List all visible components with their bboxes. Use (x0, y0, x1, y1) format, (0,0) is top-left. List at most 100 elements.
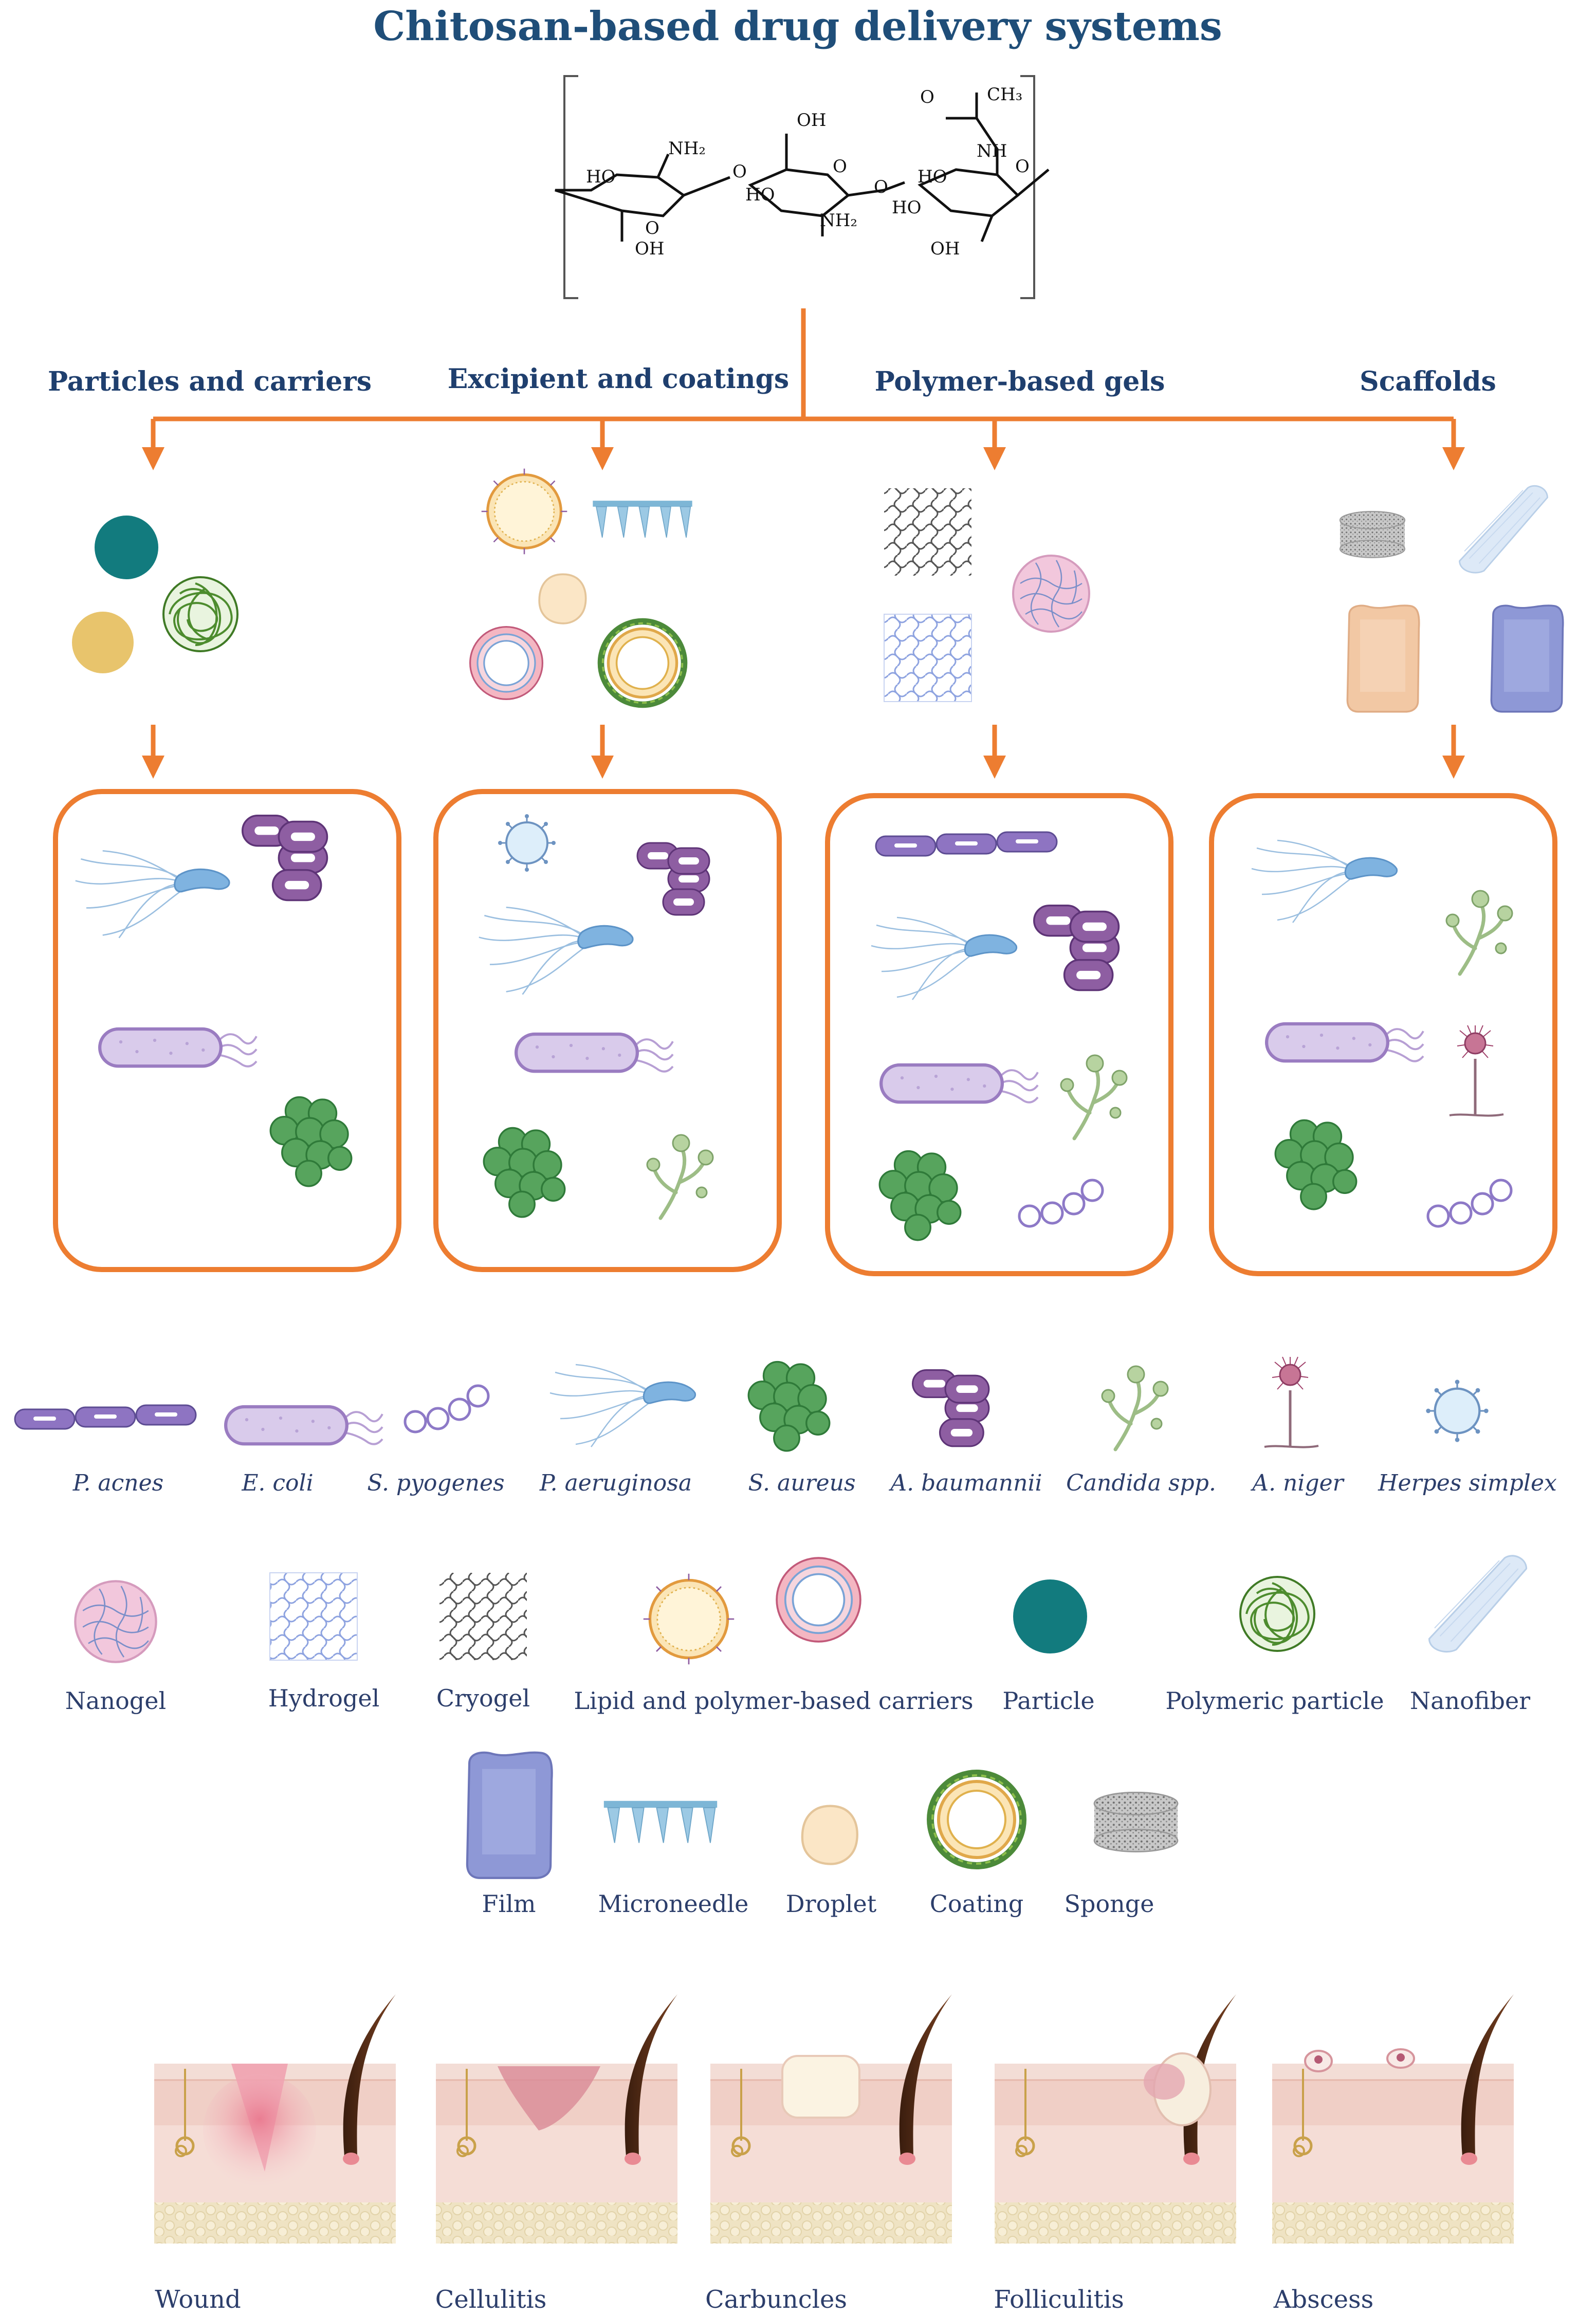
atom-label: HO (586, 167, 616, 187)
polymeric-particle-icon (1239, 1576, 1315, 1652)
nanogel-icon (1012, 555, 1090, 633)
liposome-icon (644, 1574, 734, 1664)
herpes-simplex-icon (1426, 1380, 1488, 1442)
s-aureus-icon (1274, 1119, 1357, 1210)
microbe-label: P. aeruginosa (539, 1470, 692, 1496)
skin-section (710, 1994, 952, 2244)
microbe-legend: P. acnes E. coli S. pyogenes P. aerugino… (14, 1357, 1557, 1496)
particle-icon (95, 516, 158, 579)
p-acnes-icon (14, 1404, 197, 1430)
s-pyogenes-icon (1428, 1180, 1511, 1226)
atom-label: O (1015, 156, 1030, 177)
system-label: Hydrogel (268, 1684, 380, 1712)
cryogel-icon (884, 488, 971, 576)
film-icon (467, 1753, 552, 1878)
atom-label: O (645, 218, 659, 238)
microbe-label: E. coli (241, 1470, 313, 1496)
atom-label: O (732, 161, 747, 182)
microbe-label: A. niger (1250, 1470, 1345, 1496)
s-aureus-icon (747, 1361, 831, 1452)
s-aureus-icon (483, 1127, 566, 1218)
hydrogel-icon (884, 614, 972, 702)
film-icon (1490, 604, 1564, 713)
system-label: Nanogel (65, 1687, 166, 1715)
microbe-label: Candida spp. (1066, 1470, 1216, 1496)
vesicle-icon (776, 1557, 861, 1643)
skin-section (1272, 1994, 1514, 2244)
skin-condition-label: Carbuncles (705, 2285, 847, 2314)
e-coli-icon (226, 1407, 382, 1444)
skin-condition-label: Cellulitis (435, 2285, 547, 2314)
atom-label: CH₃ (987, 84, 1022, 105)
p-aeruginosa-icon (1251, 839, 1398, 924)
system-label: Nanofiber (1410, 1687, 1530, 1715)
system-label: Cryogel (436, 1684, 530, 1712)
skin-section (995, 1994, 1236, 2244)
film-icon (1346, 604, 1420, 713)
polymeric-particle-icon (162, 576, 239, 652)
figure-title: Chitosan-based drug delivery systems (373, 3, 1222, 50)
system-label: Coating (930, 1890, 1024, 1918)
particle-icon (1013, 1579, 1087, 1653)
category-label-excipients: Excipient and coatings (448, 363, 789, 395)
p-aeruginosa-icon (478, 906, 634, 996)
atom-label: HO (745, 185, 775, 205)
microbe-label: P. acnes (72, 1470, 164, 1496)
vesicle-icon (469, 626, 544, 701)
scaffolds-icons (1339, 485, 1564, 713)
system-label: Film (482, 1890, 536, 1918)
box-arrows (151, 725, 1456, 758)
atom-label: HO (918, 167, 947, 187)
box-arrowheads (142, 756, 1465, 779)
skin-condition-label: Abscess (1273, 2285, 1374, 2314)
herpes-simplex-icon (497, 813, 557, 873)
system-label: Particle (1002, 1687, 1094, 1715)
box-scaffolds (1209, 793, 1557, 1276)
cryogel-icon (439, 1573, 527, 1660)
category-label-gels: Polymer-based gels (875, 366, 1165, 397)
coating-icon (930, 1773, 1023, 1866)
branch-connector (151, 308, 1456, 452)
p-aeruginosa-icon (75, 850, 230, 939)
box-gels (825, 793, 1173, 1276)
skin-conditions (154, 1994, 1514, 2244)
system-label: Lipid and polymer-based carriers (574, 1687, 973, 1715)
e-coli-icon (881, 1065, 1038, 1102)
atom-label: O (833, 156, 847, 177)
a-baumannii-icon (242, 814, 328, 902)
candida-icon (1446, 891, 1512, 974)
e-coli-icon (1267, 1024, 1423, 1061)
s-aureus-icon (878, 1150, 962, 1241)
category-label-particles: Particles and carriers (48, 366, 372, 397)
microneedle-icon (592, 500, 693, 538)
candida-icon (647, 1135, 713, 1218)
a-niger-icon (1450, 1025, 1503, 1116)
box-excipients (433, 789, 782, 1272)
atom-label: NH₂ (668, 138, 706, 159)
atom-label: OH (930, 238, 960, 259)
droplet-icon (802, 1806, 857, 1864)
s-pyogenes-icon (1019, 1180, 1103, 1226)
system-label: Droplet (786, 1890, 877, 1918)
coating-icon (601, 621, 684, 705)
a-baumannii-icon (636, 842, 710, 916)
microbe-label: S. pyogenes (367, 1470, 504, 1496)
atom-label: O (874, 177, 888, 197)
atom-label: OH (635, 238, 665, 259)
nanofiber-icon (1428, 1555, 1528, 1653)
microneedle-icon (603, 1800, 718, 1844)
candida-icon (1102, 1366, 1168, 1449)
droplet-icon (538, 573, 587, 624)
systems-legend-row1: Nanogel Hydrogel Cryogel Lipid and polym… (65, 1555, 1530, 1715)
atom-label: HO (892, 197, 922, 218)
p-acnes-icon (875, 831, 1058, 857)
a-baumannii-icon (1033, 904, 1120, 991)
a-baumannii-icon (912, 1369, 990, 1447)
p-aeruginosa-icon (549, 1364, 696, 1448)
chitosan-structure: HO NH₂ O HO OH O OH HO O NH₂ O O CH₃ NH … (555, 75, 1050, 299)
microbe-label: S. aureus (748, 1470, 855, 1496)
sponge-icon (1093, 1792, 1179, 1852)
skin-condition-label: Wound (155, 2285, 241, 2314)
excipient-icons (469, 469, 693, 705)
